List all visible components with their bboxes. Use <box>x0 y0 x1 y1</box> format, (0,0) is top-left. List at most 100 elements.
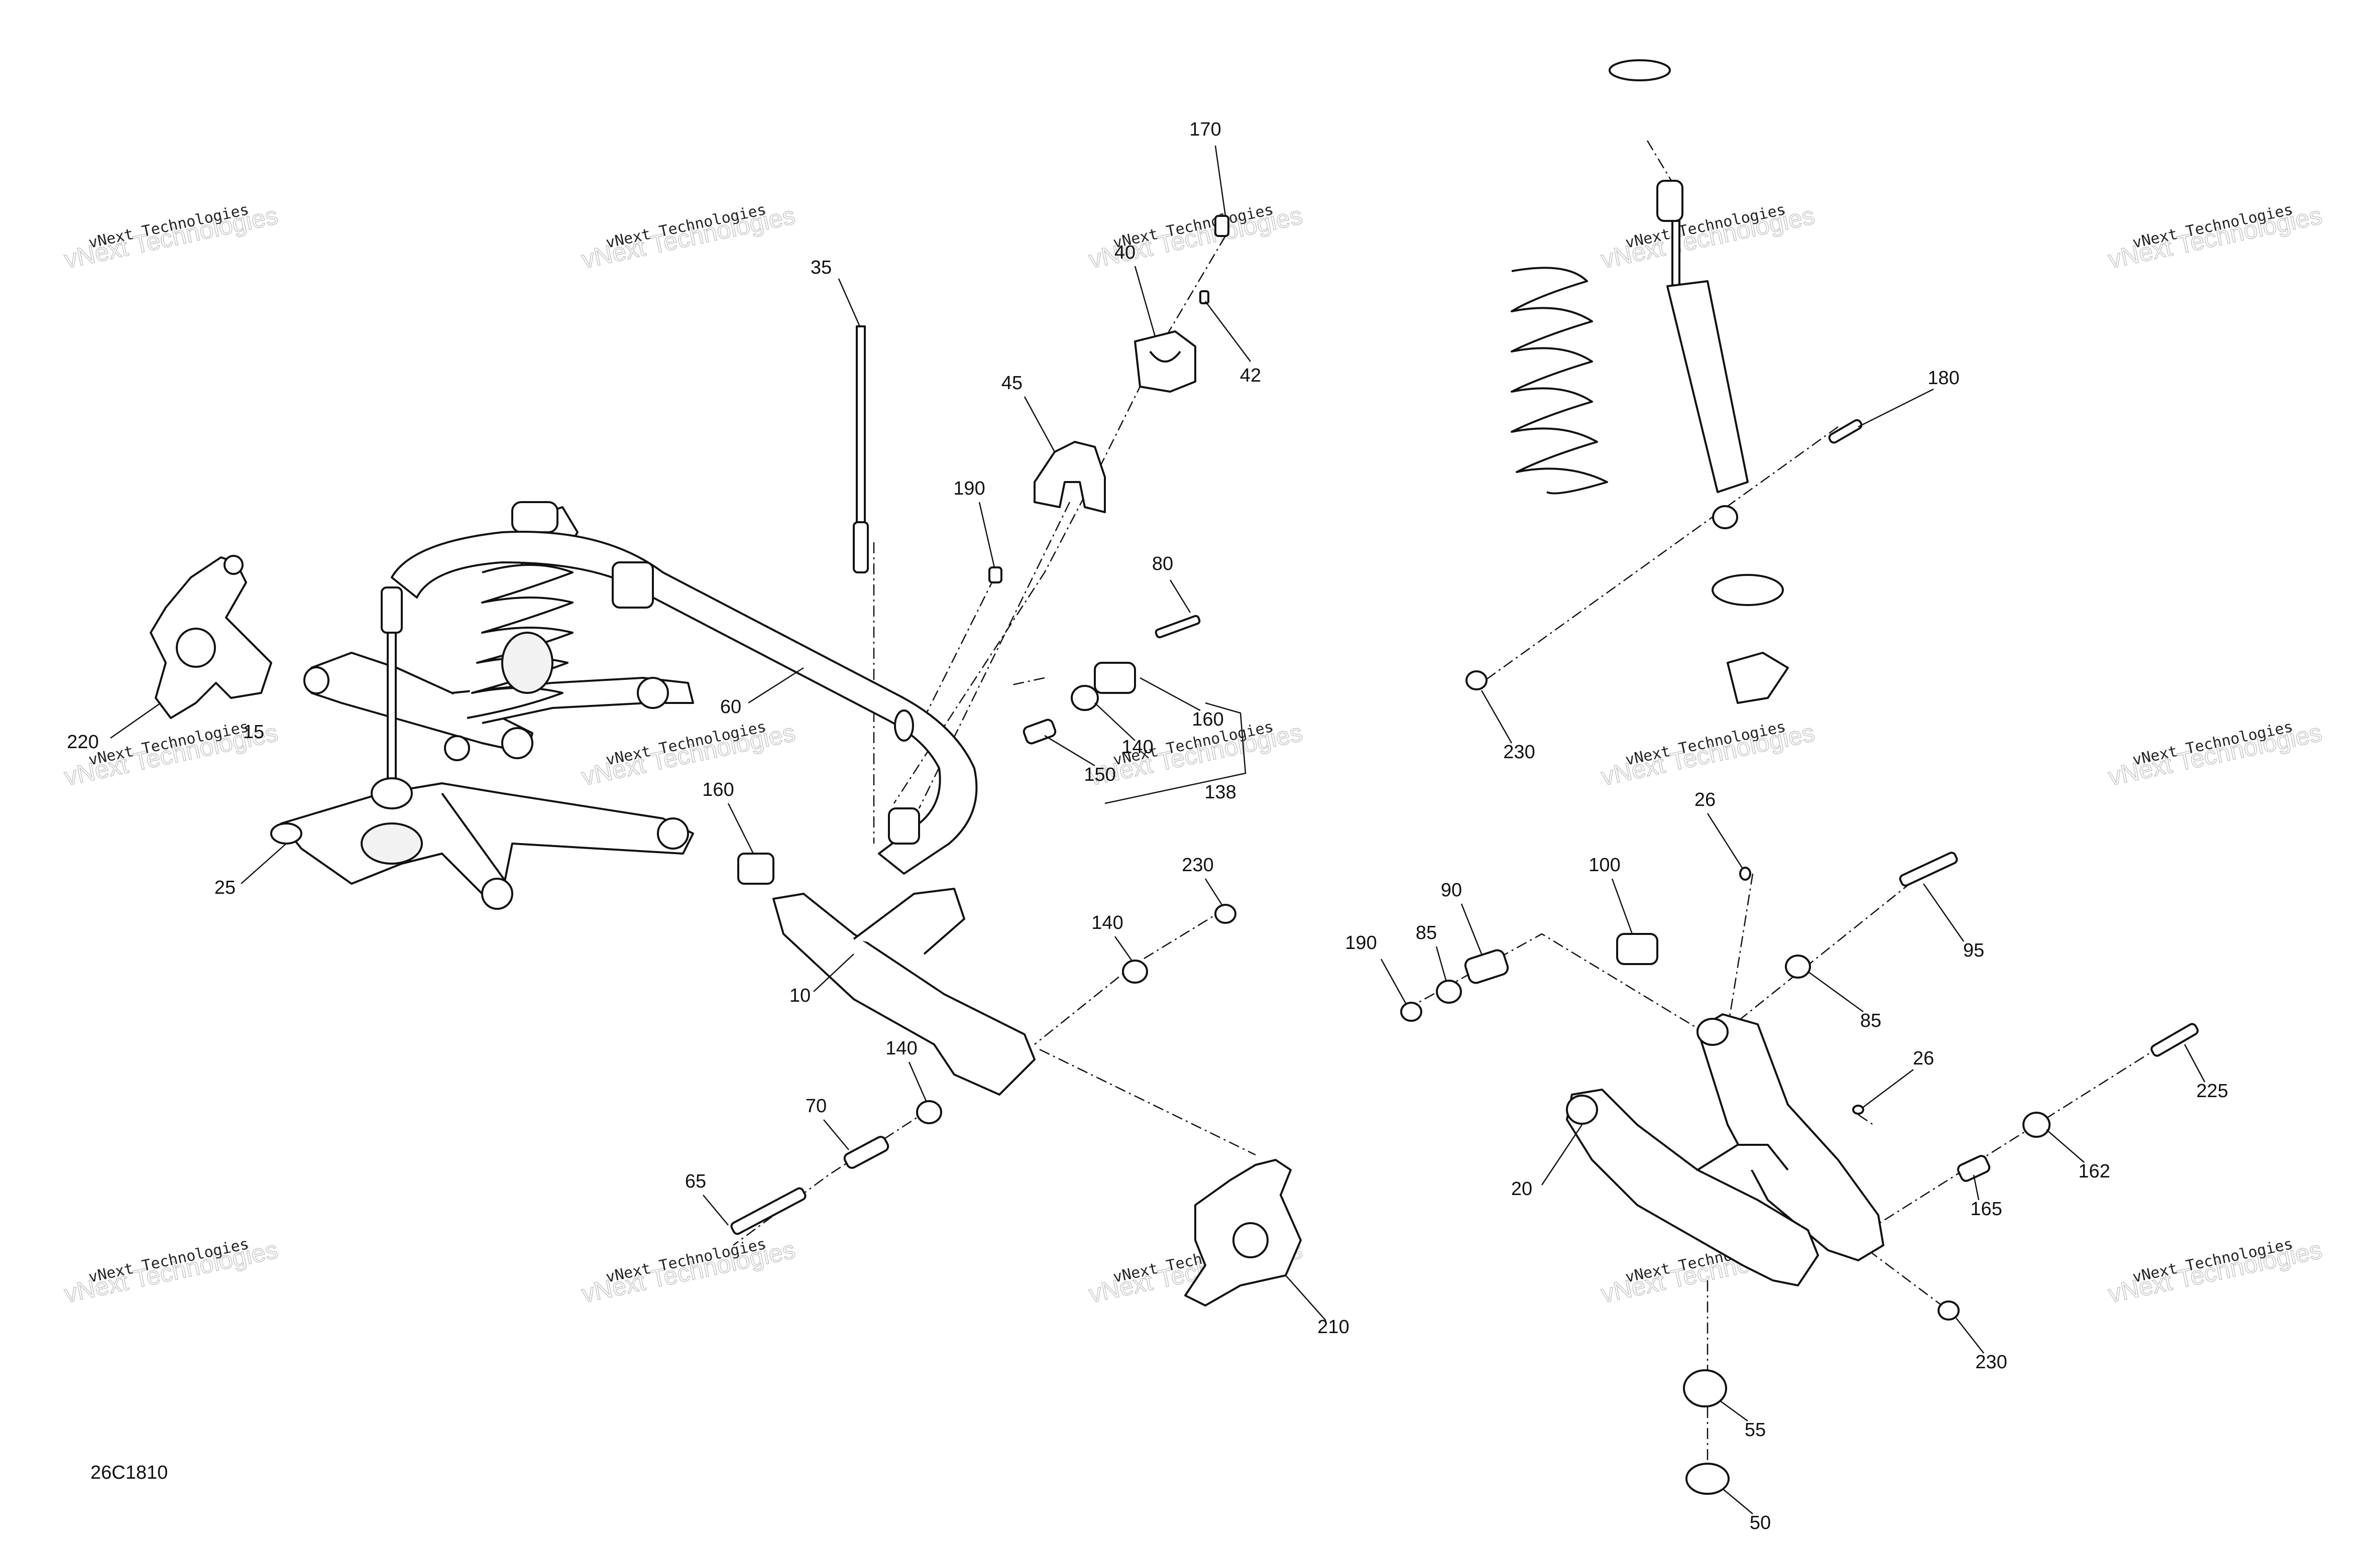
callout-85a: 85 <box>1416 922 1447 982</box>
upper-arm-right <box>1696 1013 1884 1261</box>
callout-leader-line <box>2184 1044 2206 1083</box>
callout-label: 140 <box>885 1038 917 1059</box>
callout-leader-line <box>1807 971 1864 1013</box>
callout-140a: 140 <box>1094 702 1154 758</box>
callout-leader-line <box>1611 878 1633 934</box>
clamp-45 <box>1034 441 1106 513</box>
nut-85a <box>1436 980 1462 1004</box>
callout-138: 138 <box>1204 782 1236 803</box>
callout-label: 65 <box>685 1171 706 1192</box>
callout-label: 220 <box>67 732 98 753</box>
callout-160a: 160 <box>1140 677 1224 730</box>
knuckle-left-220 <box>150 555 272 719</box>
callout-25: 25 <box>214 843 287 898</box>
callout-label: 25 <box>214 877 236 898</box>
callout-label: 210 <box>1317 1317 1349 1338</box>
washer-160b <box>737 853 774 885</box>
washer-100 <box>1616 933 1658 965</box>
bumper-55 <box>1683 1369 1727 1407</box>
callout-140b: 140 <box>1091 912 1134 962</box>
callout-leader-line <box>908 1061 928 1103</box>
callout-leader-line <box>1380 959 1407 1005</box>
callout-leader-line <box>1094 702 1136 741</box>
callout-210: 210 <box>1285 1275 1349 1338</box>
callout-leader-line <box>1956 1318 1984 1354</box>
callout-label: 60 <box>720 696 741 718</box>
callout-label: 55 <box>1745 1419 1766 1441</box>
callout-45: 45 <box>1001 373 1056 452</box>
bracket-138 <box>1104 702 1246 804</box>
callout-label: 140 <box>1121 737 1153 758</box>
callout-leader-line <box>1707 813 1744 869</box>
callout-40: 40 <box>1114 242 1156 337</box>
callout-label: 35 <box>811 257 832 278</box>
nut-85b <box>1785 955 1811 979</box>
callout-leader-line <box>1481 690 1513 744</box>
callout-label: 140 <box>1091 912 1123 933</box>
callout-leader-line <box>813 954 854 992</box>
screw-170 <box>1214 215 1229 237</box>
pin-42 <box>1199 290 1209 304</box>
callout-20: 20 <box>1511 1124 1583 1200</box>
callout-26b: 26 <box>1863 1048 1934 1108</box>
pin-26b <box>1852 1105 1864 1115</box>
spring-seat-upper <box>1712 574 1784 606</box>
nut-230b <box>1465 670 1488 690</box>
callout-label: 10 <box>789 985 811 1006</box>
nut-140a <box>1071 685 1099 711</box>
callout-leader-line <box>1114 936 1134 962</box>
bolt-80 <box>1155 615 1201 639</box>
knuckle-center-210 <box>1184 1159 1302 1307</box>
callout-leader-line <box>1858 388 1934 428</box>
callout-label: 160 <box>702 779 734 800</box>
callout-190b: 190 <box>1345 932 1407 1005</box>
callout-leader-line <box>1722 1488 1753 1514</box>
lower-arm-right-20 <box>1566 1089 1819 1286</box>
callout-95: 95 <box>1922 883 1984 961</box>
callout-label: 20 <box>1511 1178 1532 1200</box>
callout-label: 150 <box>1084 764 1115 785</box>
callout-label: 225 <box>2196 1081 2228 1102</box>
callout-80: 80 <box>1152 553 1191 613</box>
nut-190 <box>988 566 1002 583</box>
spring-seat-lower <box>1727 652 1789 704</box>
callout-leader-line <box>1169 579 1191 613</box>
callout-label: 138 <box>1204 782 1236 803</box>
callout-leader-line <box>1720 1400 1748 1422</box>
bolt-95 <box>1899 852 1958 887</box>
sway-link-left <box>371 586 413 809</box>
callout-label: 40 <box>1114 242 1136 263</box>
nut-140c <box>916 1100 942 1124</box>
nut-162 <box>2022 1112 2051 1138</box>
callout-leader-line <box>1024 396 1056 452</box>
callout-85b: 85 <box>1807 971 1881 1031</box>
callout-label: 80 <box>1152 553 1173 574</box>
bushing-40 <box>1134 330 1196 393</box>
callout-leader-line <box>978 502 995 568</box>
callout-90: 90 <box>1441 880 1483 955</box>
nut-230c <box>1938 1300 1960 1321</box>
callout-leader-line <box>1460 903 1483 955</box>
callout-leader-line <box>1134 266 1156 337</box>
sleeve-70 <box>843 1136 889 1169</box>
lower-arm-center-10 <box>737 853 1036 1096</box>
callout-leader-line <box>823 1119 849 1150</box>
callout-225: 225 <box>2184 1044 2228 1102</box>
callout-label: 85 <box>1860 1010 1881 1031</box>
callout-230b: 230 <box>1481 690 1535 763</box>
callout-26a: 26 <box>1694 789 1744 869</box>
callout-label: 85 <box>1416 922 1437 943</box>
callout-label: 15 <box>243 722 264 743</box>
stabilizer-bar-60 <box>391 531 978 875</box>
callout-15: 15 <box>243 722 264 743</box>
callout-leader-line <box>703 1195 729 1226</box>
callout-leader-line <box>2046 1129 2085 1163</box>
